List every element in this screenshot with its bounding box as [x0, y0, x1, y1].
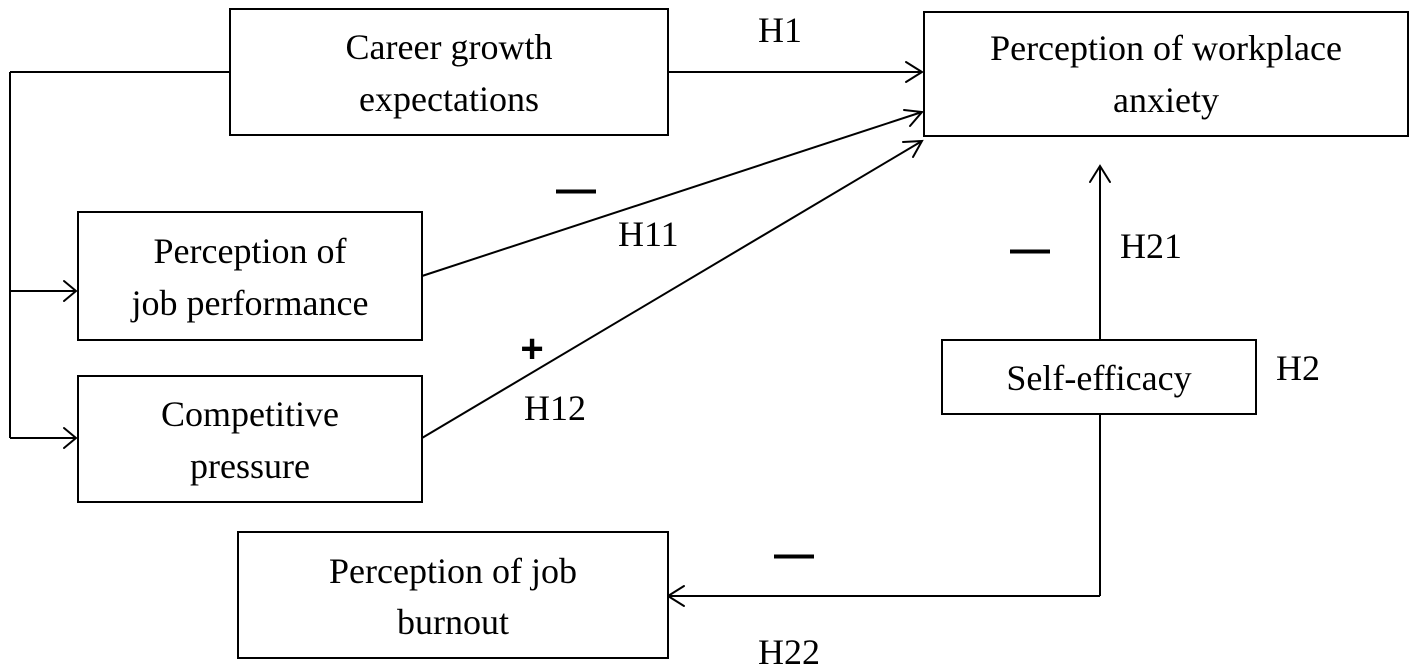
node-perception-of-job-burnout: Perception of job burnout	[237, 531, 669, 659]
sign-h12: +	[520, 327, 543, 371]
node-job-performance-line-2: job performance	[130, 283, 369, 323]
sign-h21: —	[1010, 227, 1050, 271]
label-h22: H22	[758, 632, 820, 672]
node-job-burnout-line-2: burnout	[397, 602, 509, 642]
label-h2: H2	[1276, 348, 1320, 388]
node-self-efficacy-line-1: Self-efficacy	[1006, 358, 1191, 398]
label-h12: H12	[524, 388, 586, 428]
node-workplace-anxiety-line-2: anxiety	[1113, 80, 1219, 120]
arrowhead-competitive-pressure	[63, 427, 78, 449]
node-workplace-anxiety-line-1: Perception of workplace	[990, 28, 1342, 68]
arrowhead-h1	[905, 61, 924, 83]
node-competitive-pressure-line-1: Competitive	[161, 394, 339, 434]
edge-h11	[421, 111, 923, 277]
node-job-performance-line-1: Perception of	[154, 231, 347, 271]
node-perception-of-job-performance: Perception of job performance	[77, 211, 423, 341]
node-self-efficacy: Self-efficacy	[941, 339, 1257, 415]
node-career-line-2: expectations	[359, 79, 539, 119]
node-career-line-1: Career growth	[346, 27, 553, 67]
sign-h11: —	[556, 167, 596, 211]
arrowhead-h12	[902, 139, 924, 158]
arrowhead-h21	[1089, 164, 1111, 183]
edge-h12	[421, 140, 923, 439]
label-h1: H1	[758, 10, 802, 50]
node-competitive-pressure: Competitive pressure	[77, 375, 423, 503]
node-perception-of-workplace-anxiety: Perception of workplace anxiety	[923, 11, 1409, 137]
node-competitive-pressure-line-2: pressure	[190, 446, 310, 486]
sign-h22: —	[774, 532, 814, 576]
arrowhead-h11	[903, 109, 924, 127]
node-job-burnout-line-1: Perception of job	[329, 551, 577, 591]
arrowhead-job-performance	[63, 280, 78, 302]
label-h11: H11	[618, 214, 679, 254]
label-h21: H21	[1120, 226, 1182, 266]
node-career-growth-expectations: Career growth expectations	[229, 8, 669, 136]
